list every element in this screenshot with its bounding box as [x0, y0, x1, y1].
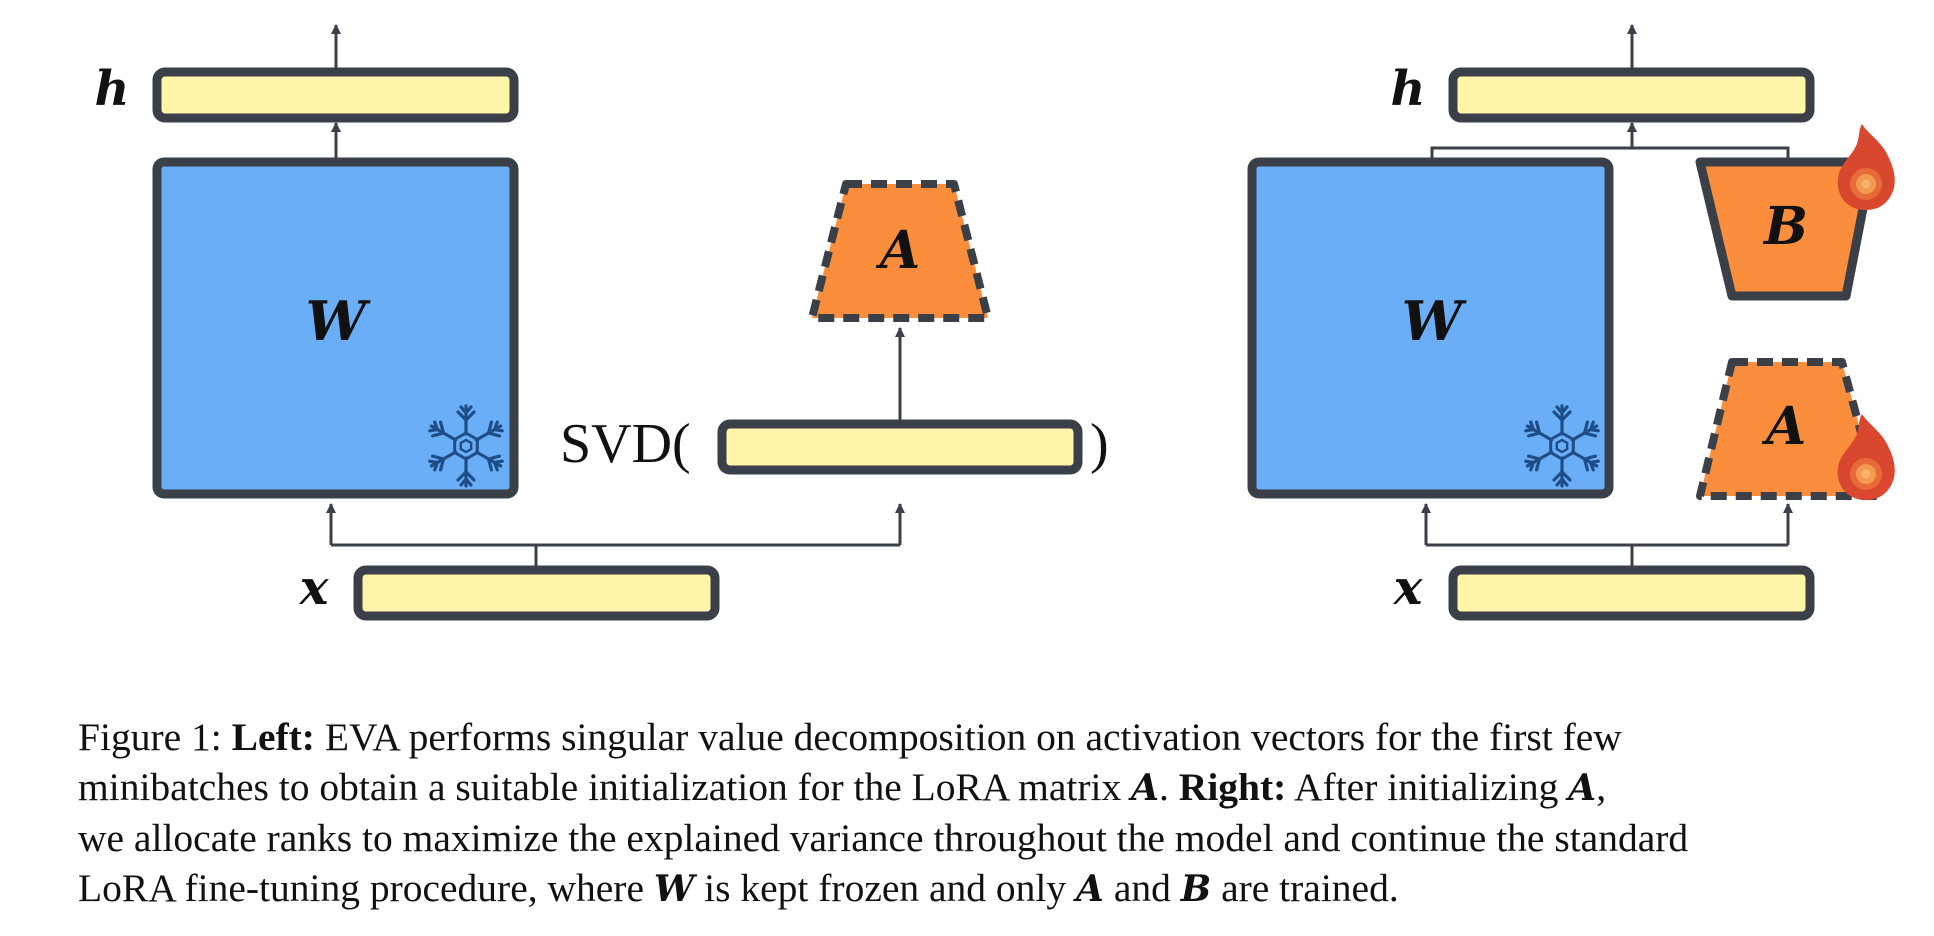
output-label-h-right: h [1391, 61, 1426, 117]
svd-activation-bar [717, 419, 1083, 475]
left-panel: h W SVD( ) A x [95, 24, 1109, 621]
input-bar-right [1448, 565, 1815, 621]
input-bar-left [353, 565, 720, 621]
caption-line-1: Figure 1: Left: EVA performs singular va… [78, 712, 1918, 762]
caption-math-b: B [1180, 868, 1212, 910]
caption-text: minibatches to obtain a suitable initial… [78, 765, 1132, 809]
caption-line-4: LoRA fine-tuning procedure, where W is k… [78, 863, 1918, 914]
caption-figure-number: Figure 1: [78, 715, 232, 759]
input-label-x-right: x [1393, 560, 1424, 616]
caption-text: , [1596, 765, 1607, 809]
caption-text: . [1159, 765, 1179, 809]
caption-line-3: we allocate ranks to maximize the explai… [78, 816, 1689, 860]
caption-text: and [1103, 866, 1181, 910]
input-label-x-left: x [299, 560, 330, 616]
caption-text: LoRA fine-tuning procedure, where [78, 866, 654, 910]
figure-caption: Figure 1: Left: EVA performs singular va… [78, 712, 1918, 914]
matrix-b-trainable [1695, 157, 1877, 301]
svd-close-label: ) [1090, 413, 1109, 475]
right-panel: h W B A x [1247, 24, 1895, 621]
weight-matrix-w-right [1247, 157, 1614, 499]
caption-math-a: A [1076, 868, 1104, 910]
weight-label-w-left: W [306, 289, 372, 353]
caption-left-label: Left: [231, 715, 315, 759]
weight-matrix-w-left [152, 157, 519, 499]
svd-open-label: SVD( [560, 413, 691, 475]
caption-math-a: A [1568, 767, 1597, 809]
caption-text: EVA performs singular value decompositio… [314, 715, 1622, 759]
output-bar-left [152, 67, 519, 123]
output-label-h-left: h [95, 61, 130, 117]
eva-lora-figure: h W SVD( ) A x h W B A [95, 24, 1895, 621]
caption-right-label: Right: [1178, 765, 1287, 809]
caption-text: is kept frozen and only [694, 866, 1077, 910]
flame-icon [1837, 124, 1895, 210]
matrix-a-trainable [1696, 358, 1882, 500]
matrix-a-label-right: A [1761, 396, 1806, 457]
weight-label-w-right: W [1402, 289, 1468, 353]
matrix-a-label-left: A [875, 220, 920, 281]
caption-text: are trained. [1211, 866, 1399, 910]
merge-connector [1430, 146, 1790, 160]
caption-text: After initializing [1286, 765, 1569, 809]
caption-math-w: W [653, 868, 695, 910]
caption-line-2: minibatches to obtain a suitable initial… [78, 762, 1918, 813]
matrix-b-label: B [1762, 196, 1808, 257]
caption-math-a: A [1131, 767, 1160, 809]
matrix-a-initialized [808, 180, 992, 322]
output-bar-right [1448, 67, 1815, 123]
